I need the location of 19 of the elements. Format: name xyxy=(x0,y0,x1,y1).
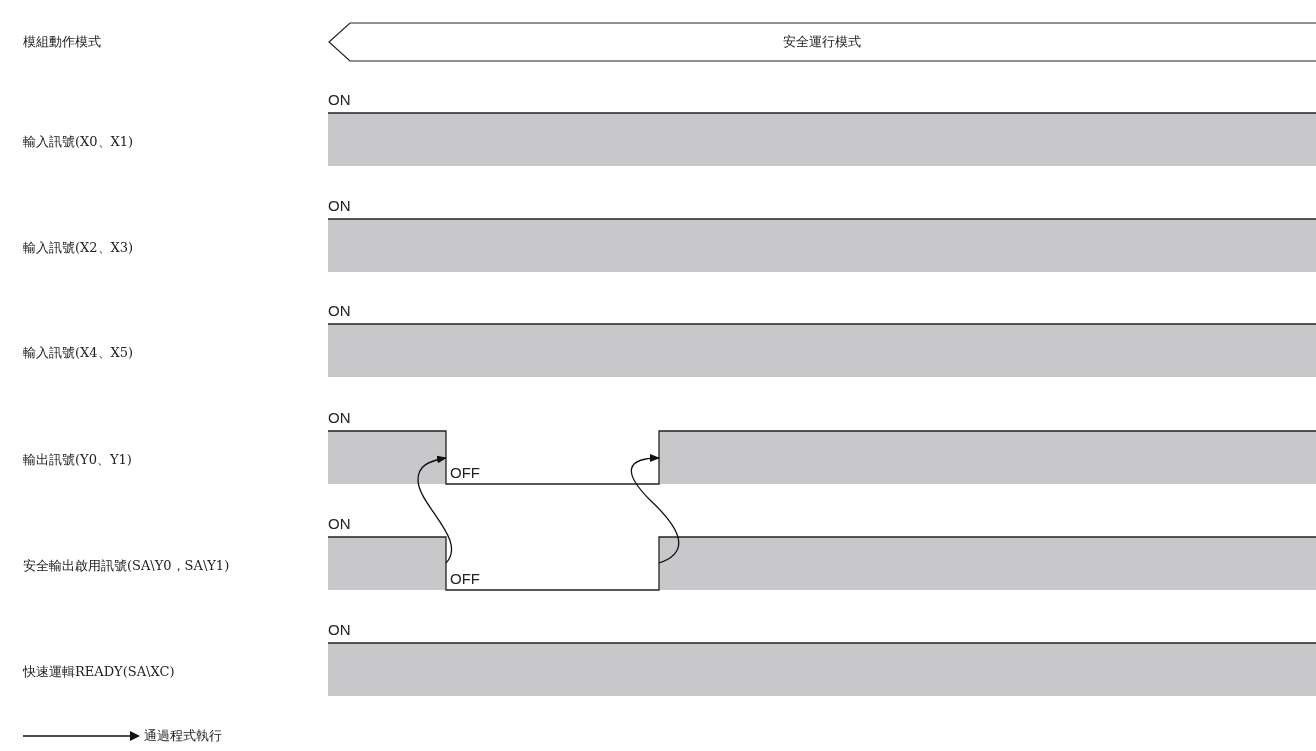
state-label: ON xyxy=(328,621,351,638)
signal-label: 快速運輯READY(SA\XC) xyxy=(23,663,175,681)
legend-label: 通過程式執行 xyxy=(144,727,222,745)
state-label: OFF xyxy=(450,570,480,587)
signal-label: 輸入訊號(X0、X1) xyxy=(23,133,134,151)
state-label: ON xyxy=(328,409,351,426)
curved-arrow xyxy=(417,455,453,564)
signal-label: 輸入訊號(X4、X5) xyxy=(23,344,134,362)
signal-label: 安全輸出啟用訊號(SA\Y0，SA\Y1) xyxy=(23,557,230,575)
state-label: ON xyxy=(328,302,351,319)
state-label: ON xyxy=(328,197,351,214)
state-label: ON xyxy=(328,515,351,532)
curved-arrow xyxy=(630,454,680,564)
state-label: OFF xyxy=(450,464,480,481)
mode-label: 模組動作模式 xyxy=(23,33,101,51)
signal-label: 輸入訊號(X2、X3) xyxy=(23,239,134,257)
mode-band: 安全運行模式 xyxy=(328,22,1316,62)
state-label: ON xyxy=(328,91,351,108)
signal-label: 輸出訊號(Y0、Y1) xyxy=(23,451,132,469)
